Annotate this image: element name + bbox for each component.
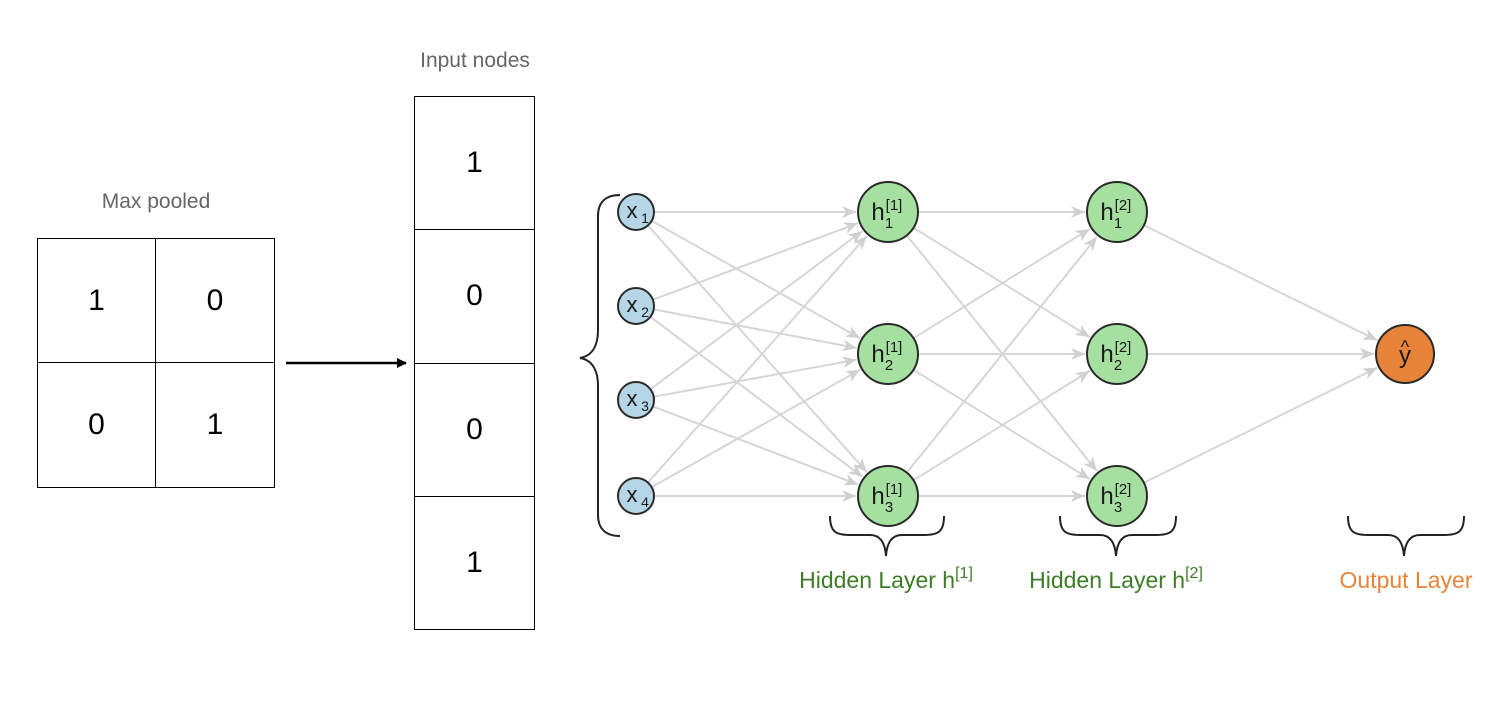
node-superscript: [1] (886, 481, 903, 498)
node-circle (1375, 324, 1435, 384)
node-superscript: [2] (1115, 339, 1132, 356)
node-superscript: [1] (886, 197, 903, 214)
node-subscript: 2 (641, 304, 649, 320)
input-nodes-caption: Input nodes (420, 49, 530, 72)
pooled-cell: 1 (206, 408, 224, 441)
network-edge (652, 222, 859, 301)
hidden2-node-3: h[2]3 (1086, 465, 1148, 527)
network-edge (647, 235, 868, 484)
node-subscript: 1 (885, 215, 893, 232)
node-subscript: 3 (885, 499, 893, 516)
node-circle (617, 381, 655, 419)
network-edge (912, 228, 1091, 340)
node-subscript: 3 (1114, 499, 1122, 516)
hidden2-node-1: h[2]1 (1086, 181, 1148, 243)
output-label: Output Layer (1340, 567, 1473, 593)
node-label: h (871, 483, 884, 510)
hidden1-brace (829, 515, 945, 557)
node-label: x (627, 198, 638, 223)
node-subscript: 2 (1114, 357, 1122, 374)
input-node-cell: 1 (415, 97, 534, 231)
node-label: h (1100, 199, 1113, 226)
node-superscript: [2] (1115, 481, 1132, 498)
network-edge (651, 219, 861, 340)
network-edge (1143, 224, 1378, 342)
hidden2-brace (1059, 515, 1177, 557)
node-superscript: [1] (886, 339, 903, 356)
node-circle (617, 287, 655, 325)
pooled-cell: 0 (38, 363, 156, 487)
pooled-cell: 0 (156, 239, 274, 363)
input-brace (579, 194, 621, 537)
node-circle (857, 181, 919, 243)
node-label: h (1100, 483, 1113, 510)
node-label: y (1399, 342, 1411, 369)
node-subscript: 3 (641, 398, 649, 414)
node-circle (617, 193, 655, 231)
node-label: x (627, 292, 638, 317)
network-edge (906, 236, 1098, 474)
network-edge (653, 308, 857, 352)
output-brace (1347, 515, 1465, 557)
node-subscript: 4 (641, 494, 649, 510)
node-circle (857, 323, 919, 385)
hidden1-node-3: h[1]3 (857, 465, 919, 527)
pooled-cell: 1 (38, 239, 156, 363)
node-label: h (871, 199, 884, 226)
network-edge (1143, 366, 1378, 484)
network-edge (649, 230, 863, 391)
node-circle (1086, 465, 1148, 527)
node-hat: ^ (1401, 337, 1410, 357)
max-pooled-caption: Max pooled (101, 190, 211, 213)
node-label: x (627, 386, 638, 411)
node-subscript: 1 (1114, 215, 1122, 232)
node-circle (617, 477, 655, 515)
network-edge (653, 356, 857, 398)
output-node-yhat: y^ (1375, 324, 1435, 384)
node-superscript: [2] (1115, 197, 1132, 214)
node-circle (1086, 181, 1148, 243)
node-subscript: 2 (885, 357, 893, 374)
input-node-cell: 0 (415, 230, 534, 364)
node-circle (857, 465, 919, 527)
node-label: h (871, 341, 884, 368)
node-label: h (1100, 341, 1113, 368)
network-edge (651, 368, 861, 489)
input-nodes-column: 1 0 0 1 (414, 96, 535, 630)
network-edges (647, 206, 1378, 502)
network-edge (649, 316, 864, 478)
network-edge (647, 224, 868, 473)
hidden2-label: Hidden Layer h[2] (1029, 565, 1203, 593)
node-label: x (627, 482, 638, 507)
max-pooled-grid: 1 0 0 1 (37, 238, 275, 488)
hidden1-node-2: h[1]2 (857, 323, 919, 385)
flatten-arrow (286, 358, 407, 368)
input-node-cell: 0 (415, 364, 534, 497)
hidden1-node-1: h[1]1 (857, 181, 919, 243)
node-subscript: 1 (641, 210, 649, 226)
node-circle (1086, 323, 1148, 385)
hidden1-label: Hidden Layer h[1] (799, 565, 973, 593)
network-edge (912, 370, 1091, 482)
hidden2-node-2: h[2]2 (1086, 323, 1148, 385)
input-node-cell: 1 (466, 545, 483, 579)
network-edge (652, 405, 859, 486)
